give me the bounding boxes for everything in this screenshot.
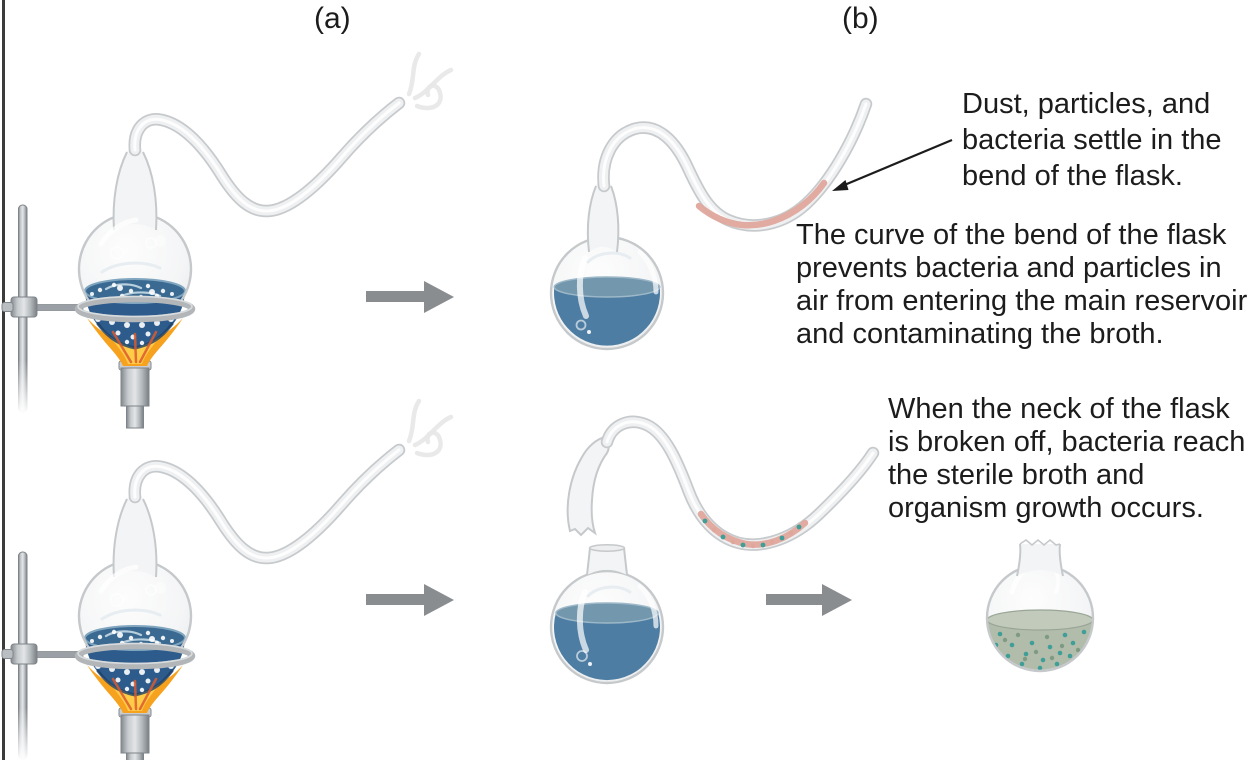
broth-surface xyxy=(555,602,659,624)
dust-deposit xyxy=(695,179,828,229)
contaminated-broth xyxy=(987,620,1093,670)
bacteria-growth-dots xyxy=(993,629,1087,671)
annotation-broken: When the neck of the flask is broken off… xyxy=(888,393,1245,525)
flask-neck xyxy=(587,179,619,252)
annotation-curve-line-4: and contaminating the broth. xyxy=(796,318,1164,350)
broth-surface xyxy=(986,609,1094,631)
flask-bulb-outline xyxy=(549,569,665,685)
panel-label-b: (b) xyxy=(842,2,879,35)
annotation-dust: Dust, particles, and bacteria settle in … xyxy=(962,86,1222,194)
annotation-curve-line-3: air from entering the main reservoir xyxy=(796,285,1248,317)
detached-neck-piece xyxy=(566,435,610,537)
steam-icon-bottom xyxy=(409,401,451,455)
broken-neck-stub xyxy=(587,548,627,575)
panel-label-a: (a) xyxy=(314,2,351,35)
swan-neck-tube xyxy=(607,422,873,548)
stub-rim xyxy=(588,544,626,552)
steam-icon-top xyxy=(409,54,451,108)
pointer-arrow-icon xyxy=(832,138,953,191)
annotation-dust-line-3: bend of the flask. xyxy=(962,160,1183,192)
heated-flask-apparatus-top xyxy=(2,103,399,428)
heated-flask-apparatus-bottom xyxy=(2,450,399,760)
arrow-right-icon-bottom-left xyxy=(366,584,454,616)
annotation-curve: The curve of the bend of the flask preve… xyxy=(796,219,1247,351)
broken-neck-flask-icon xyxy=(549,422,873,685)
annotation-dust-line-2: bacteria settle in the xyxy=(962,124,1222,156)
annotation-broken-line-3: the sterile broth and xyxy=(888,459,1145,491)
annotation-broken-line-2: is broken off, bacteria reach xyxy=(888,426,1246,458)
arrow-right-icon-bottom-right xyxy=(766,584,852,616)
contaminated-flask-icon xyxy=(985,538,1095,673)
sterile-flask-icon xyxy=(549,104,866,351)
annotation-broken-line-1: When the neck of the flask xyxy=(888,393,1230,425)
swan-neck-tube xyxy=(604,104,866,225)
annotation-broken-line-4: organism growth occurs. xyxy=(888,492,1204,524)
broth-surface xyxy=(553,276,661,298)
annotation-dust-line-1: Dust, particles, and xyxy=(962,88,1211,120)
annotation-curve-line-1: The curve of the bend of the flask xyxy=(796,219,1227,251)
broken-neck xyxy=(1017,544,1063,576)
annotation-curve-line-2: prevents bacteria and particles in xyxy=(796,252,1222,284)
bacteria-dust-dots xyxy=(702,518,802,549)
jagged-rim xyxy=(1019,538,1061,547)
left-border-line xyxy=(2,0,5,760)
arrow-right-icon-top xyxy=(366,281,454,313)
